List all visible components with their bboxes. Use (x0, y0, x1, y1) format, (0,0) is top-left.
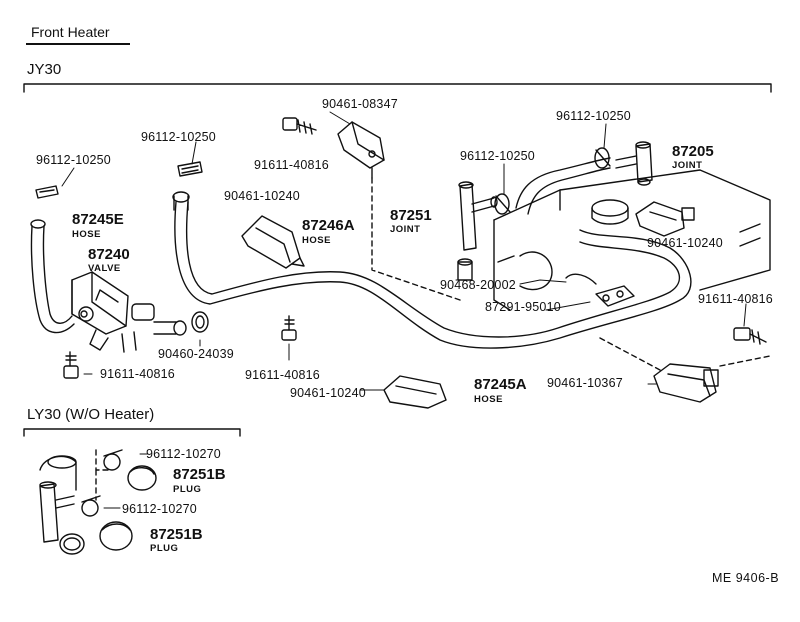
clamp-90460-24039 (191, 311, 209, 333)
label-96112-10250-tc: 96112-10250 (141, 130, 216, 144)
joint-87251 (458, 181, 498, 251)
section-label-ly30: LY30 (W/O Heater) (27, 406, 155, 423)
label-90461-10367: 90461-10367 (547, 376, 623, 390)
plug-87251b-b (99, 521, 133, 551)
diagram-title: Front Heater (31, 24, 110, 40)
leader-lines (95, 177, 771, 501)
hose-end-top (172, 191, 190, 203)
label-90461-10240-b: 90461-10240 (290, 386, 366, 400)
label-87205-sub: JOINT (672, 160, 703, 171)
clamp-96112-mid (494, 193, 511, 215)
label-91611-40816-right: 91611-40816 (698, 292, 773, 306)
label-87245e-sub: HOSE (72, 229, 101, 240)
label-91611-40816-left: 91611-40816 (100, 367, 175, 381)
clamp-96112-10270-a (103, 449, 123, 471)
bolt-91611-left (63, 351, 79, 379)
clamp-96112-tc (177, 161, 203, 177)
bolt-91611-center (281, 315, 297, 341)
label-87240: 87240 (88, 246, 130, 263)
label-87251b-b-sub: PLUG (150, 543, 179, 554)
jy30-bracket (23, 83, 772, 93)
bolt-91611-top (282, 117, 317, 135)
label-90468-20002: 90468-20002 (440, 278, 516, 292)
label-87251: 87251 (390, 207, 432, 224)
label-87251b-a: 87251B (173, 466, 226, 483)
clip-90461-10367 (653, 363, 719, 403)
plug-87251b-a (127, 465, 157, 491)
label-91611-40816-center: 91611-40816 (245, 368, 320, 382)
hose-87246a (174, 201, 692, 349)
fitting-90468 (457, 258, 473, 281)
clamp-96112-tr (594, 147, 611, 169)
label-87245a: 87245A (474, 376, 527, 393)
label-96112-10250-mid: 96112-10250 (460, 149, 535, 163)
label-87205: 87205 (672, 143, 714, 160)
label-96112-10250-tl: 96112-10250 (36, 153, 111, 167)
label-90461-10240-a: 90461-10240 (224, 189, 300, 203)
clamp-96112-10270-b (81, 495, 101, 517)
title-underline (26, 43, 130, 45)
engine-block (493, 169, 771, 311)
label-87251b-a-sub: PLUG (173, 484, 202, 495)
clip-90461-10240-a (241, 215, 305, 269)
ly30-bracket (23, 428, 241, 437)
label-87245e: 87245E (72, 211, 124, 228)
label-87245a-sub: HOSE (474, 394, 503, 405)
label-91611-40816-top: 91611-40816 (254, 158, 329, 172)
part-leaders (61, 111, 747, 509)
label-96112-10270-b: 96112-10270 (122, 502, 197, 516)
label-87251b-b: 87251B (150, 526, 203, 543)
label-87246a-sub: HOSE (302, 235, 331, 246)
grommet-87291 (565, 273, 635, 307)
clamp-96112-tl (35, 185, 59, 199)
hose-87245e (30, 219, 75, 334)
ly30-fittings (39, 455, 85, 555)
clip-90461-08347 (337, 121, 385, 179)
label-96112-10270-a: 96112-10270 (146, 447, 221, 461)
clip-90461-10240-b (383, 375, 447, 409)
section-label-jy30: JY30 (27, 61, 62, 78)
reference-number: ME 9406-B (712, 571, 780, 585)
clip-90461-10240-r (635, 201, 695, 237)
hose-upper-right (515, 157, 611, 215)
bolt-91611-right (733, 327, 767, 345)
label-96112-10250-tr: 96112-10250 (556, 109, 631, 123)
joint-87205 (615, 141, 653, 186)
label-90460-24039: 90460-24039 (158, 347, 234, 361)
label-87246a: 87246A (302, 217, 355, 234)
label-87251-sub: JOINT (390, 224, 421, 235)
label-87240-sub: VALVE (88, 263, 121, 274)
valve-87240 (71, 271, 187, 353)
label-90461-08347: 90461-08347 (322, 97, 398, 111)
label-90461-10240-r: 90461-10240 (647, 236, 723, 250)
label-87291-95010: 87291-95010 (485, 300, 561, 314)
